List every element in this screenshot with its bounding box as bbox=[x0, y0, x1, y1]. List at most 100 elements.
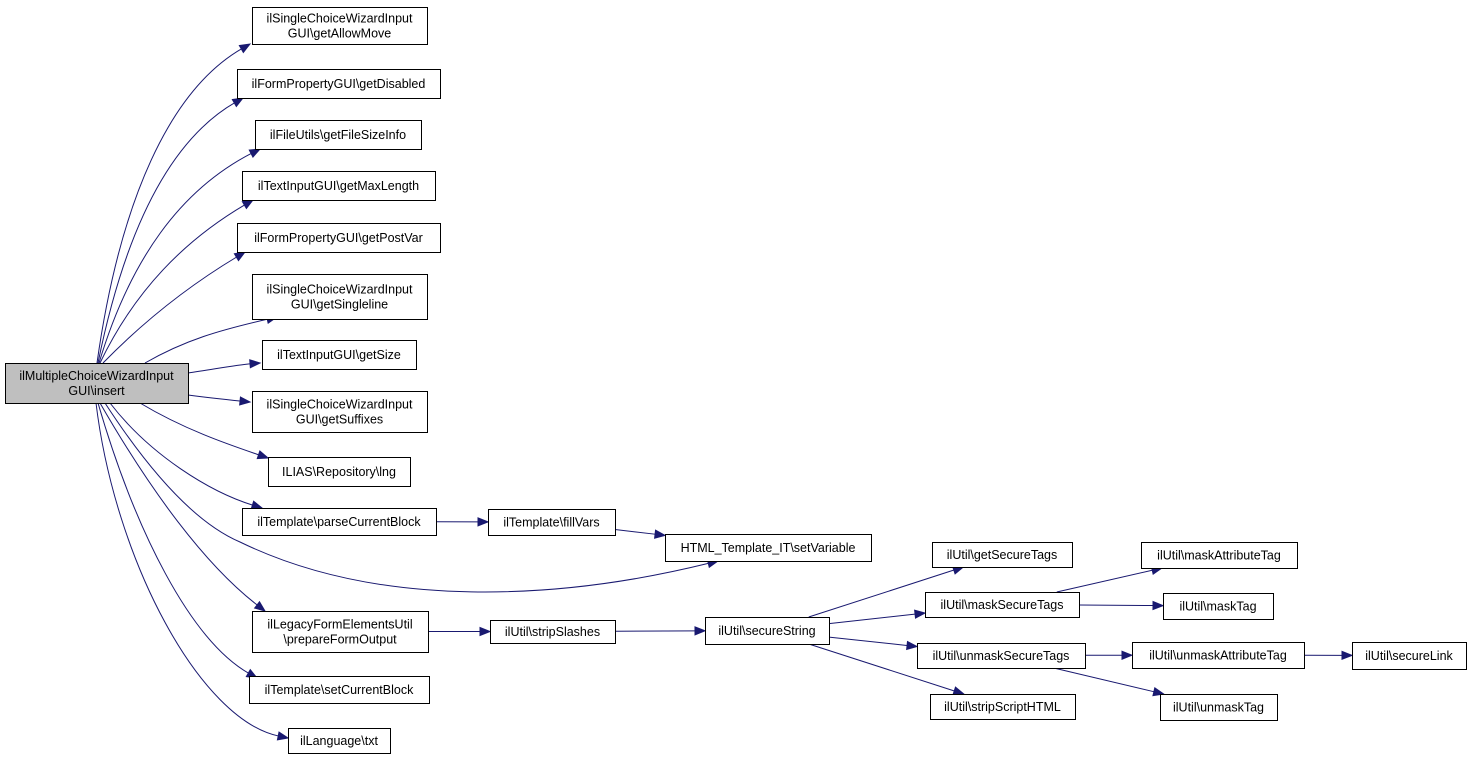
node-label-line: GUI\getSuffixes bbox=[296, 413, 383, 427]
edge-fillVars-to-setVariable-arrowhead bbox=[654, 529, 667, 539]
edge-root-to-lng-arrowhead bbox=[256, 450, 270, 460]
node-box bbox=[930, 694, 1076, 720]
node-label-line: ilTemplate\parseCurrentBlock bbox=[257, 515, 421, 529]
node-label-line: ilUtil\unmaskTag bbox=[1173, 701, 1264, 715]
node-label-line: ilUtil\stripSlashes bbox=[505, 625, 600, 639]
edge-root-to-getMaxLength-arrowhead bbox=[241, 199, 255, 210]
edge-root-to-getSingleline bbox=[144, 318, 269, 364]
edge-secureString-to-unmaskSecureTags-arrowhead bbox=[906, 640, 919, 651]
edge-unmaskAttributeTag-to-secureLink-arrowhead bbox=[1341, 650, 1354, 661]
node-prepareFormOutput[interactable]: ilLegacyFormElementsUtil\prepareFormOutp… bbox=[252, 611, 429, 653]
node-label-line: ilFormPropertyGUI\getDisabled bbox=[252, 77, 426, 91]
edge-stripSlashes-to-secureString-arrowhead bbox=[694, 626, 707, 636]
node-txt[interactable]: ilLanguage\txt bbox=[288, 728, 391, 754]
node-label-line: ilSingleChoiceWizardInput bbox=[267, 12, 413, 26]
node-secureString[interactable]: ilUtil\secureString bbox=[705, 617, 830, 645]
node-label-line: ilFileUtils\getFileSizeInfo bbox=[270, 128, 406, 142]
node-box bbox=[1163, 593, 1274, 620]
edge-root-to-getSize-arrowhead bbox=[249, 359, 262, 369]
node-label-line: GUI\getSingleline bbox=[291, 298, 388, 312]
node-label-line: ilLanguage\txt bbox=[300, 734, 378, 748]
edge-root-to-prepareFormOutput bbox=[99, 402, 259, 606]
node-box bbox=[490, 620, 616, 644]
node-box bbox=[925, 592, 1080, 618]
node-label-line: ilSingleChoiceWizardInput bbox=[267, 398, 413, 412]
node-getSecureTags[interactable]: ilUtil\getSecureTags bbox=[932, 542, 1073, 568]
node-box bbox=[252, 391, 428, 433]
edge-maskSecureTags-to-maskTag bbox=[1078, 604, 1155, 607]
node-setCurrentBlock[interactable]: ilTemplate\setCurrentBlock bbox=[249, 676, 430, 704]
node-box bbox=[242, 171, 436, 201]
node-getSize[interactable]: ilTextInputGUI\getSize bbox=[262, 340, 417, 370]
node-getPostVar[interactable]: ilFormPropertyGUI\getPostVar bbox=[237, 223, 441, 253]
node-label-line: ilUtil\unmaskAttributeTag bbox=[1149, 649, 1287, 663]
node-box bbox=[255, 120, 422, 150]
node-label-line: HTML_Template_IT\setVariable bbox=[681, 541, 856, 555]
node-unmaskTag[interactable]: ilUtil\unmaskTag bbox=[1160, 694, 1278, 721]
edge-secureString-to-getSecureTags bbox=[808, 569, 955, 618]
node-stripSlashes[interactable]: ilUtil\stripSlashes bbox=[490, 620, 616, 644]
node-box bbox=[262, 340, 417, 370]
node-box bbox=[268, 457, 411, 487]
edge-root-to-getAllowMove bbox=[96, 48, 243, 364]
node-box bbox=[237, 223, 441, 253]
node-label-line: ilTextInputGUI\getMaxLength bbox=[258, 179, 419, 193]
node-parseCurrentBlock[interactable]: ilTemplate\parseCurrentBlock bbox=[242, 508, 437, 536]
node-label-line: ilUtil\maskTag bbox=[1179, 600, 1256, 614]
node-getDisabled[interactable]: ilFormPropertyGUI\getDisabled bbox=[237, 69, 441, 99]
edge-root-to-getMaxLength bbox=[99, 204, 246, 364]
node-fillVars[interactable]: ilTemplate\fillVars bbox=[488, 509, 616, 536]
node-label-line: ilTemplate\fillVars bbox=[503, 516, 599, 530]
node-getFileSizeInfo[interactable]: ilFileUtils\getFileSizeInfo bbox=[255, 120, 422, 150]
edge-root-to-getPostVar-arrowhead bbox=[233, 251, 247, 262]
edge-root-to-getDisabled bbox=[97, 102, 236, 364]
node-label-line: ilSingleChoiceWizardInput bbox=[267, 283, 413, 297]
node-getAllowMove[interactable]: ilSingleChoiceWizardInputGUI\getAllowMov… bbox=[252, 7, 428, 45]
edge-maskSecureTags-to-maskAttributeTag bbox=[1056, 569, 1154, 593]
node-box bbox=[252, 611, 429, 653]
edge-unmaskSecureTags-to-unmaskTag-arrowhead bbox=[1152, 686, 1165, 697]
node-secureLink[interactable]: ilUtil\secureLink bbox=[1352, 642, 1467, 670]
node-lng[interactable]: ILIAS\Repository\lng bbox=[268, 457, 411, 487]
node-box bbox=[932, 542, 1073, 568]
edge-root-to-lng bbox=[139, 402, 260, 456]
edge-unmaskSecureTags-to-unmaskAttributeTag-arrowhead bbox=[1121, 650, 1134, 660]
node-unmaskSecureTags[interactable]: ilUtil\unmaskSecureTags bbox=[917, 643, 1086, 669]
edge-root-to-setCurrentBlock bbox=[97, 402, 250, 674]
node-label-line: ilLegacyFormElementsUtil bbox=[267, 618, 412, 632]
edge-root-to-prepareFormOutput-arrowhead bbox=[253, 600, 267, 612]
node-maskSecureTags[interactable]: ilUtil\maskSecureTags bbox=[925, 592, 1080, 618]
node-stripScriptHTML[interactable]: ilUtil\stripScriptHTML bbox=[930, 694, 1076, 720]
edge-secureString-to-maskSecureTags bbox=[828, 613, 917, 625]
node-setVariable[interactable]: HTML_Template_IT\setVariable bbox=[665, 534, 872, 562]
node-box bbox=[249, 676, 430, 704]
edge-maskSecureTags-to-maskTag-arrowhead bbox=[1152, 600, 1165, 611]
node-box bbox=[252, 274, 428, 320]
node-box bbox=[237, 69, 441, 99]
node-label-line: GUI\insert bbox=[68, 384, 125, 398]
node-getMaxLength[interactable]: ilTextInputGUI\getMaxLength bbox=[242, 171, 436, 201]
edge-root-to-getAllowMove-arrowhead bbox=[238, 43, 252, 54]
node-maskAttributeTag[interactable]: ilUtil\maskAttributeTag bbox=[1141, 542, 1298, 569]
node-label-line: ILIAS\Repository\lng bbox=[282, 465, 396, 479]
edge-root-to-getSuffixes-arrowhead bbox=[239, 396, 252, 406]
node-maskTag[interactable]: ilUtil\maskTag bbox=[1163, 593, 1274, 620]
node-label-line: ilMultipleChoiceWizardInput bbox=[19, 369, 174, 383]
node-box bbox=[242, 508, 437, 536]
edge-root-to-txt bbox=[95, 402, 280, 737]
node-label-line: \prepareFormOutput bbox=[283, 633, 397, 647]
node-label-line: ilTemplate\setCurrentBlock bbox=[265, 683, 414, 697]
edge-prepareFormOutput-to-stripSlashes-arrowhead bbox=[479, 626, 492, 637]
node-unmaskAttributeTag[interactable]: ilUtil\unmaskAttributeTag bbox=[1132, 642, 1305, 669]
edge-unmaskSecureTags-to-unmaskTag bbox=[1053, 667, 1155, 693]
node-box bbox=[1141, 542, 1298, 569]
edge-root-to-txt-arrowhead bbox=[276, 731, 290, 741]
node-box bbox=[705, 617, 830, 645]
node-label-line: ilUtil\maskAttributeTag bbox=[1157, 549, 1281, 563]
edge-root-to-getFileSizeInfo-arrowhead bbox=[248, 148, 262, 159]
node-getSingleline[interactable]: ilSingleChoiceWizardInputGUI\getSingleli… bbox=[252, 274, 428, 320]
node-label-line: ilUtil\secureString bbox=[718, 624, 815, 638]
